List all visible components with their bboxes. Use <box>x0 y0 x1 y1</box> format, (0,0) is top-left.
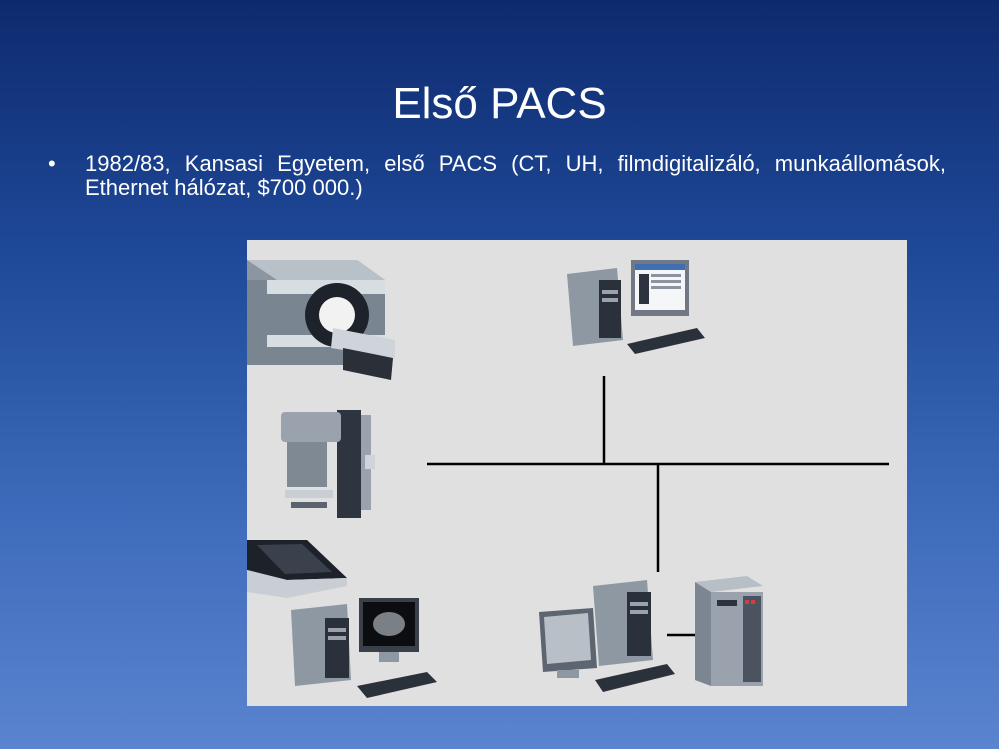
workstation-ultrasound-icon <box>291 598 437 698</box>
ct-scanner-icon <box>247 260 395 380</box>
ultrasound-machine-icon <box>281 410 375 518</box>
workstation-top-icon <box>567 260 705 354</box>
bullet-item: • 1982/83, Kansasi Egyetem, első PACS (C… <box>48 152 946 200</box>
pacs-network-diagram <box>247 240 907 706</box>
diagram-canvas <box>247 260 889 698</box>
bullet-text: 1982/83, Kansasi Egyetem, első PACS (CT,… <box>85 151 946 200</box>
workstation-bottom-icon <box>539 580 675 692</box>
storage-server-icon <box>695 576 763 686</box>
slide-title: Első PACS <box>392 79 607 128</box>
bullet-marker: • <box>48 151 56 176</box>
network-lines <box>427 376 889 637</box>
film-digitizer-icon <box>247 540 347 598</box>
